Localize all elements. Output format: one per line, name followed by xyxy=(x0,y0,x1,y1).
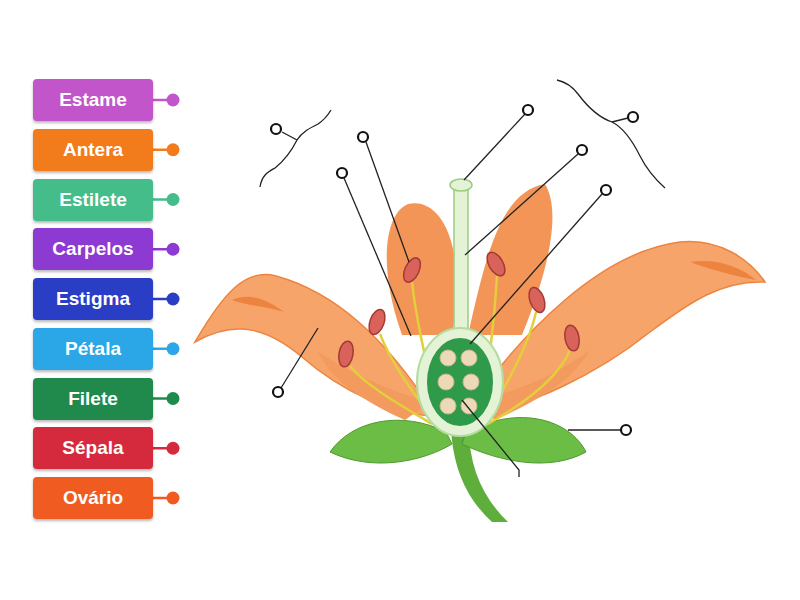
petal xyxy=(690,261,756,280)
anther xyxy=(366,307,388,336)
label-button: Sépala xyxy=(33,427,153,469)
pistil xyxy=(454,190,468,340)
label-dot xyxy=(167,193,180,206)
leader-line xyxy=(557,80,665,188)
label-button: Filete xyxy=(33,378,153,420)
answer-slot xyxy=(628,112,638,122)
answer-slot xyxy=(337,168,347,178)
petal xyxy=(468,242,765,416)
back-petal xyxy=(468,184,552,335)
pistil xyxy=(461,350,477,366)
petal xyxy=(232,297,284,312)
label-dot xyxy=(167,342,180,355)
answer-slot xyxy=(601,185,611,195)
label-text: Pétala xyxy=(65,338,121,360)
leader-line xyxy=(282,132,297,140)
leader-line xyxy=(281,328,318,388)
pistil xyxy=(440,398,456,414)
anther xyxy=(483,249,508,279)
label-dot xyxy=(167,293,180,306)
leader-line xyxy=(344,178,411,336)
label-dot xyxy=(167,392,180,405)
leader-line xyxy=(470,194,602,344)
label-button: Carpelos xyxy=(33,228,153,270)
pistil xyxy=(438,374,454,390)
answer-slot xyxy=(273,387,283,397)
label-dot xyxy=(167,143,180,156)
anther xyxy=(400,255,424,284)
pistil xyxy=(463,374,479,390)
pistil xyxy=(461,398,477,414)
answer-slot xyxy=(271,105,638,435)
anther xyxy=(337,340,355,368)
label-button: Pétala xyxy=(33,328,153,370)
leader-line xyxy=(260,110,331,187)
label-button: Estame xyxy=(33,79,153,121)
pistil xyxy=(438,350,479,414)
pistil xyxy=(427,338,493,426)
label-text: Antera xyxy=(63,139,123,161)
pistil xyxy=(450,179,472,191)
anther xyxy=(563,324,581,352)
leader-line xyxy=(260,80,665,477)
label-text: Sépala xyxy=(62,437,123,459)
sepal xyxy=(330,420,452,463)
leader-line xyxy=(612,118,628,122)
answer-slot xyxy=(271,124,281,134)
answer-slot xyxy=(358,132,368,142)
label-button: Antera xyxy=(33,129,153,171)
label-dot xyxy=(167,492,180,505)
label-text: Ovário xyxy=(63,487,123,509)
label-text: Estigma xyxy=(56,288,130,310)
leader-line xyxy=(568,429,621,430)
pistil xyxy=(417,328,503,436)
answer-slot xyxy=(577,145,587,155)
label-dot xyxy=(167,243,180,256)
label-text: Carpelos xyxy=(52,238,133,260)
answer-slot xyxy=(523,105,533,115)
label-dot xyxy=(153,94,180,505)
anther xyxy=(526,285,548,314)
label-text: Estilete xyxy=(59,189,127,211)
back-petal xyxy=(387,203,457,335)
leader-line xyxy=(462,400,519,477)
answer-slot xyxy=(621,425,631,435)
label-text: Estame xyxy=(59,89,127,111)
leader-line xyxy=(464,114,525,180)
label-button: Estigma xyxy=(33,278,153,320)
label-dot xyxy=(167,442,180,455)
pistil xyxy=(440,350,456,366)
label-button: Estilete xyxy=(33,179,153,221)
label-button: Ovário xyxy=(33,477,153,519)
pistil xyxy=(417,179,503,436)
petal xyxy=(318,352,430,420)
back-petal xyxy=(387,184,553,335)
label-dot xyxy=(167,94,180,107)
label-text: Filete xyxy=(68,388,118,410)
